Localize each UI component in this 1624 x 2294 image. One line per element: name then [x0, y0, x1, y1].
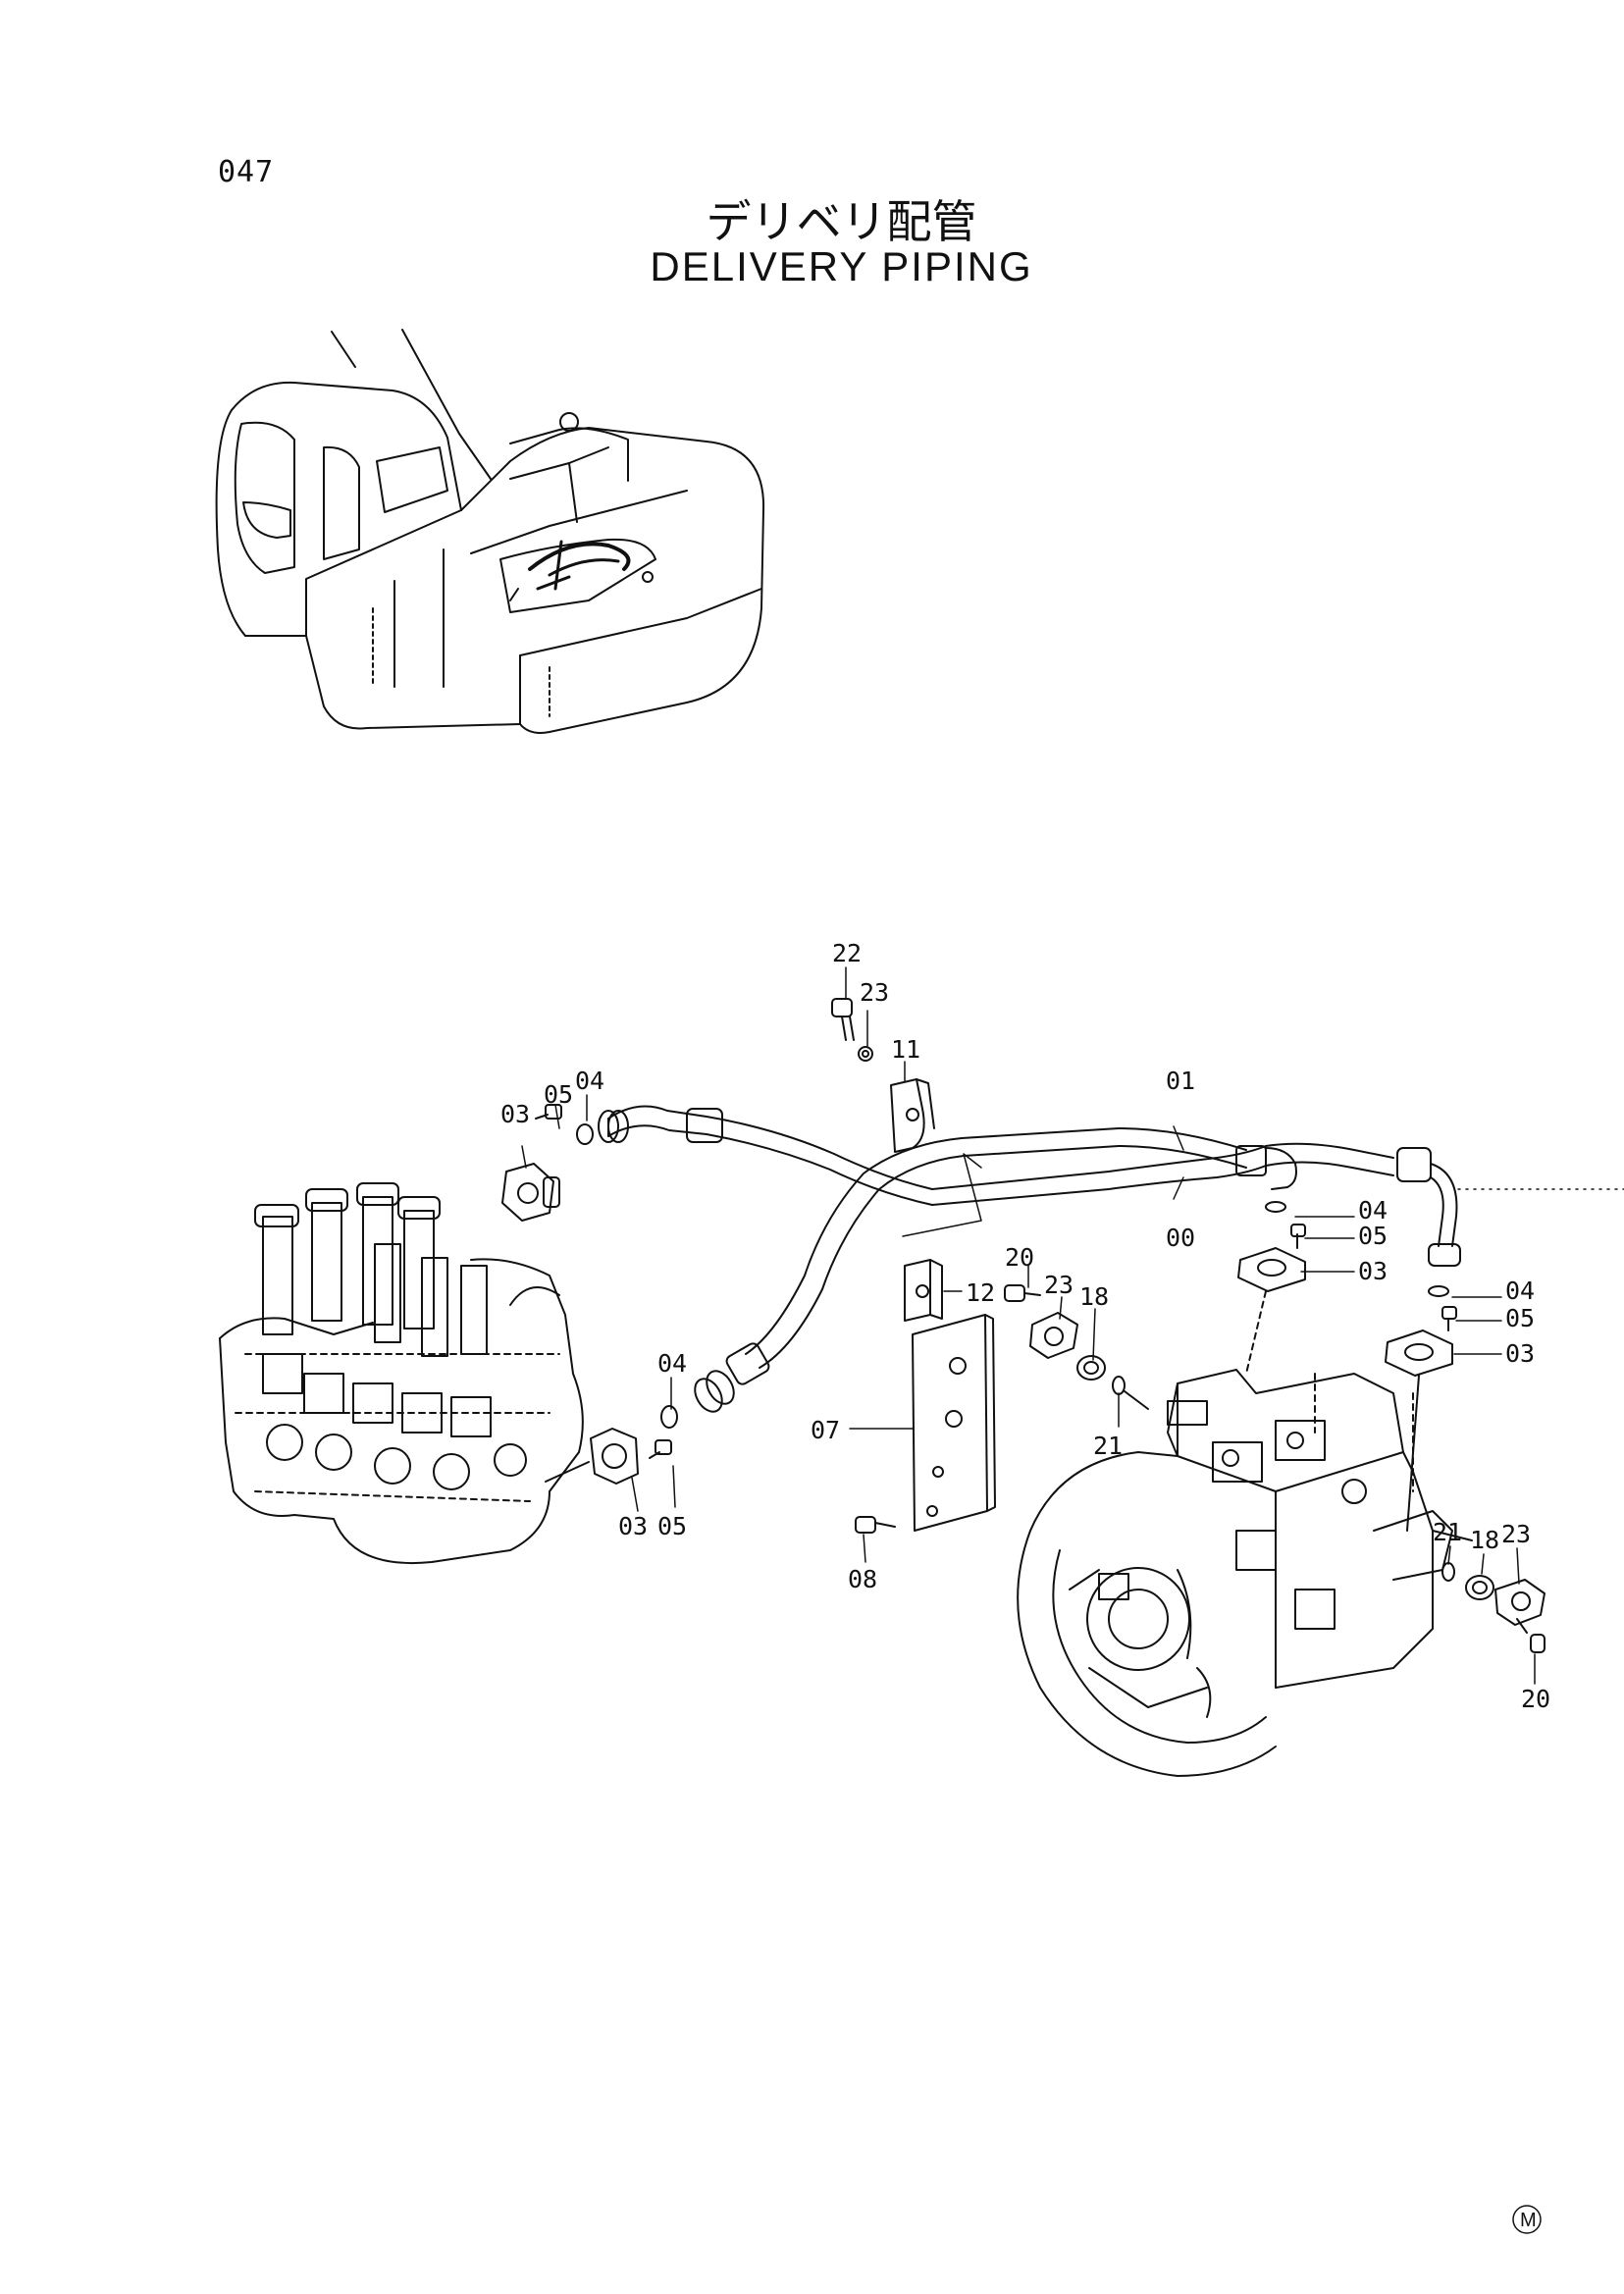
delivery-hose-00: [694, 1127, 1247, 1413]
callout-05: 05: [657, 1512, 687, 1540]
flange-03-upper-left: [501, 1104, 594, 1222]
callout-leader-lines: [521, 966, 1624, 1685]
flange-23-pump-left: [1004, 1284, 1149, 1410]
callout-05: 05: [1505, 1304, 1535, 1332]
callout-12: 12: [966, 1278, 995, 1307]
callout-04: 04: [1358, 1196, 1388, 1225]
flange-03-upper-right: [1237, 1201, 1306, 1375]
callout-03: 03: [500, 1100, 530, 1128]
callout-23: 23: [860, 978, 889, 1007]
callout-07: 07: [811, 1416, 840, 1444]
hydraulic-pump-illustration: [1017, 1369, 1473, 1777]
clamp-12: [904, 1259, 943, 1322]
callout-18: 18: [1470, 1526, 1499, 1554]
callout-labels: 22 23 11 01 00 03 05 04 04 05 03 04 05 0…: [500, 939, 1550, 1713]
page-number: 047: [218, 155, 275, 189]
callout-04: 04: [1505, 1277, 1535, 1305]
bolt-08: [855, 1516, 896, 1534]
callout-04: 04: [657, 1349, 687, 1378]
title-japanese: デリベリ配管: [706, 195, 977, 248]
callout-08: 08: [848, 1565, 877, 1593]
callout-18: 18: [1079, 1282, 1109, 1311]
callout-03: 03: [1505, 1339, 1535, 1368]
callout-21: 21: [1433, 1518, 1462, 1546]
flange-23-pump-right: [1441, 1562, 1545, 1653]
flange-03-lower-left: [545, 1405, 678, 1485]
callout-23: 23: [1501, 1520, 1531, 1548]
callout-05: 05: [544, 1080, 573, 1109]
bracket-07: [912, 1314, 996, 1532]
callout-05: 05: [1358, 1222, 1388, 1250]
callout-04: 04: [575, 1067, 604, 1095]
excavator-overview-illustration: [215, 329, 765, 734]
circled-m-letter: M: [1520, 2210, 1537, 2231]
callout-23: 23: [1044, 1271, 1074, 1299]
callout-00: 00: [1166, 1224, 1195, 1252]
flange-03-mid-right: [1385, 1285, 1457, 1532]
control-valve-illustration: [219, 1182, 584, 1564]
callout-03: 03: [618, 1512, 648, 1540]
callout-20: 20: [1521, 1685, 1550, 1713]
clamp-11: [890, 1078, 935, 1153]
callout-20: 20: [1005, 1243, 1034, 1272]
delivery-hose-01: [598, 1105, 1461, 1267]
title-english: DELIVERY PIPING: [650, 243, 1033, 289]
callout-22: 22: [832, 939, 862, 967]
circled-m-mark: M: [1512, 2205, 1542, 2234]
callout-11: 11: [891, 1035, 920, 1064]
callout-03: 03: [1358, 1257, 1388, 1285]
callout-01: 01: [1166, 1067, 1195, 1095]
callout-21: 21: [1093, 1432, 1123, 1460]
bolt-22: [831, 998, 873, 1062]
